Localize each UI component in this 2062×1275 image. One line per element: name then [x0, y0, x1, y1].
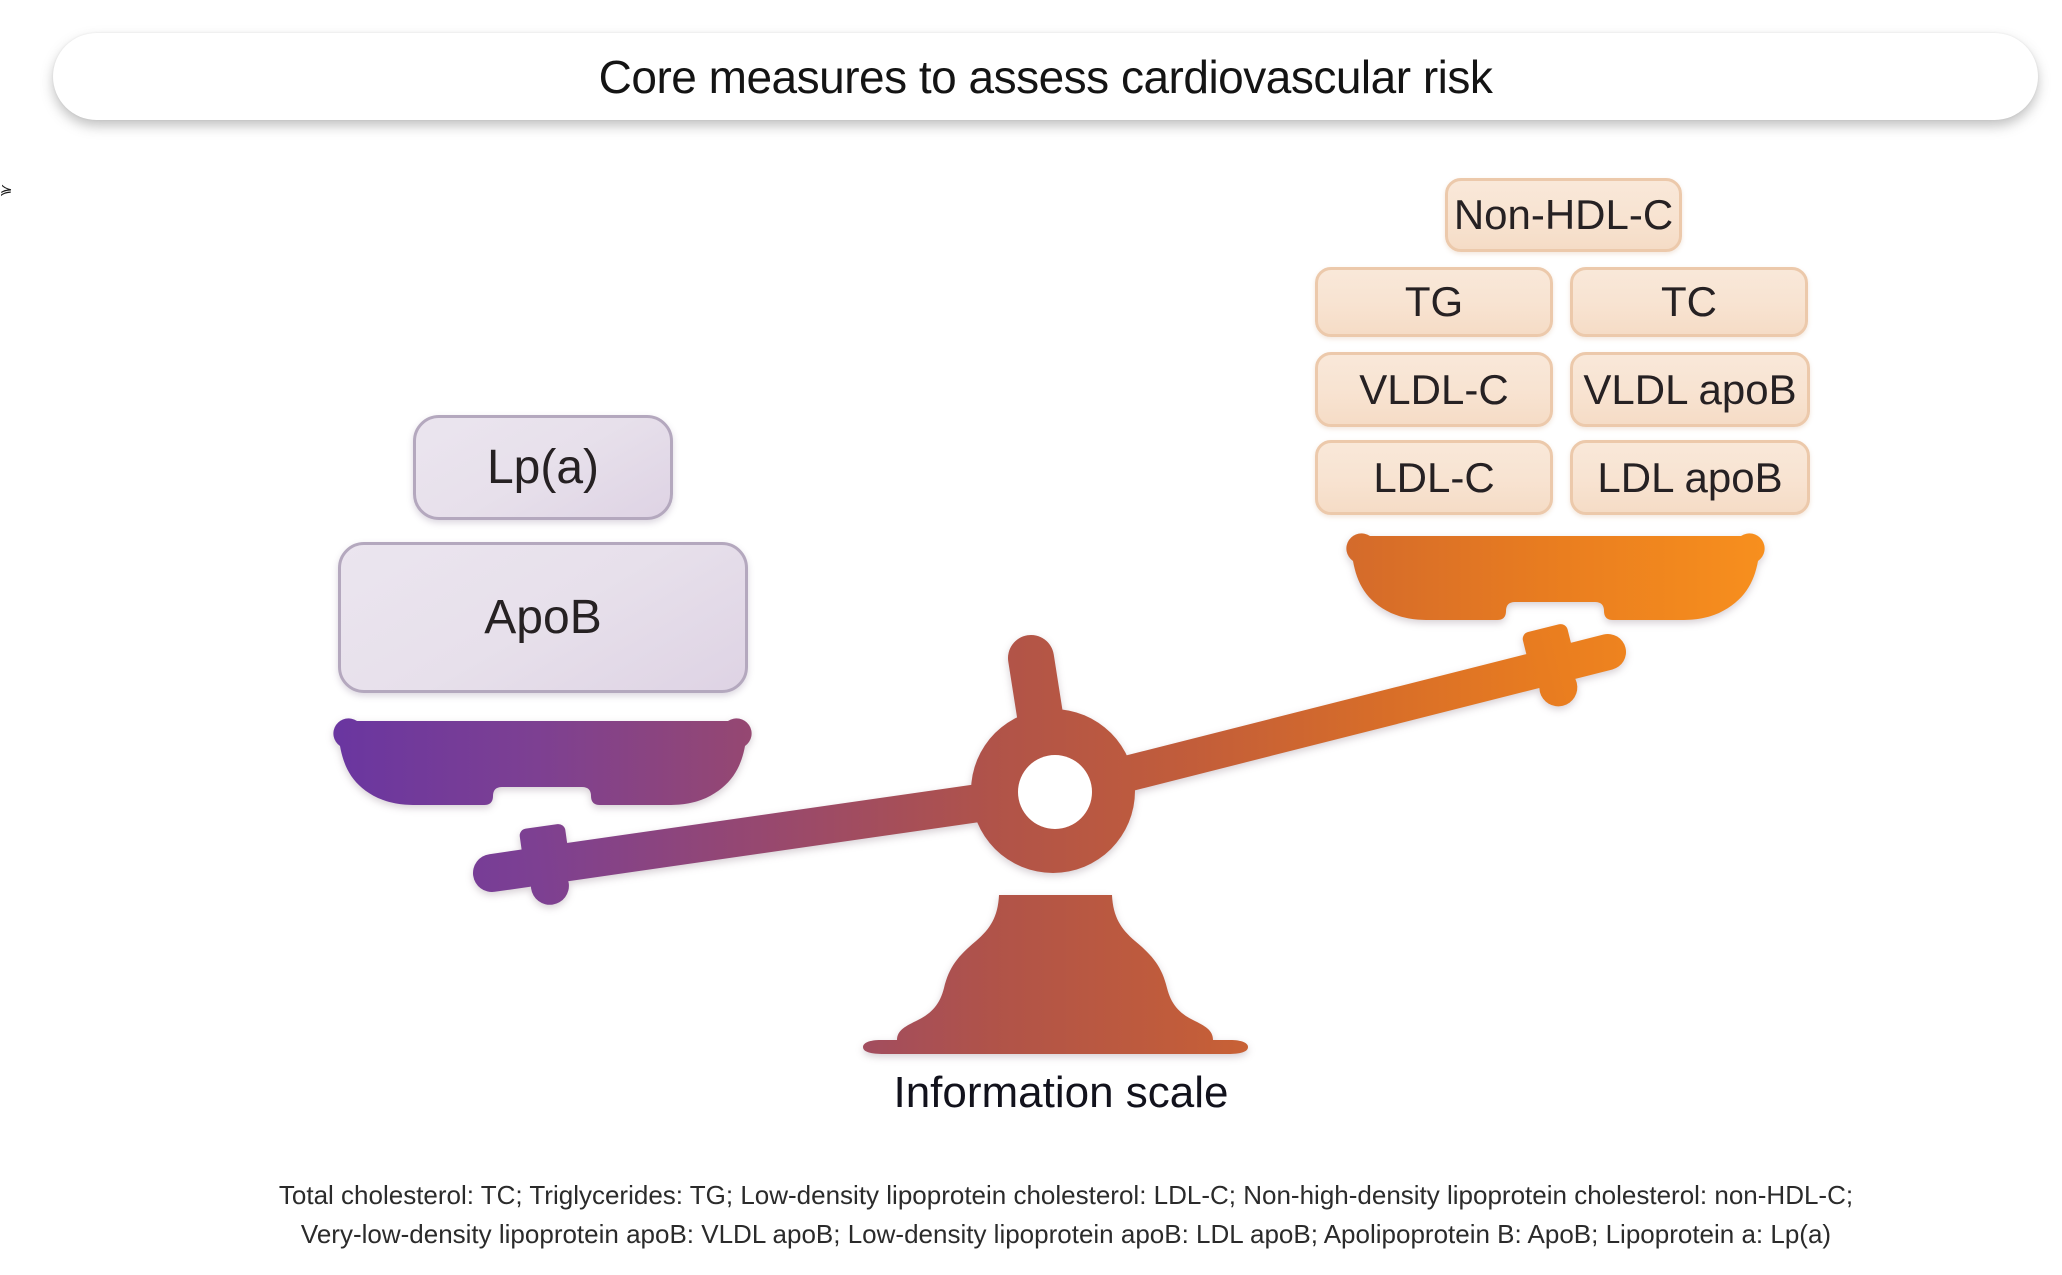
scale-caption: Information scale: [893, 1068, 1229, 1117]
weight-label: Non-HDL-C: [1453, 191, 1674, 238]
weight-label: TG: [1404, 278, 1464, 325]
weight-label: VLDL apoB: [1583, 365, 1797, 413]
right-beam-fitting: [1522, 624, 1578, 707]
weight-label: ApoB: [484, 591, 602, 644]
scale-beam: [473, 634, 1626, 892]
weight-box-lpa: Lp(a): [413, 415, 673, 520]
weight-box-non-hdl-c: Non-HDL-C: [1445, 178, 1682, 252]
weight-box-ldl-apob: LDL apoB: [1570, 440, 1810, 515]
weight-label: TC: [1661, 278, 1717, 325]
right-scale-pan: [1346, 533, 1765, 620]
weight-box-tg: TG: [1315, 267, 1553, 337]
weight-label: VLDL-C: [1359, 365, 1509, 413]
footnote-line-1: Total cholesterol: TC; Triglycerides: TG…: [278, 1180, 1854, 1210]
scale-pivot-hole: [1018, 755, 1092, 829]
weight-box-vldl-c: VLDL-C: [1315, 352, 1553, 427]
weight-box-vldl-apob: VLDL apoB: [1570, 352, 1810, 427]
scale-base: [863, 895, 1248, 1054]
weight-box-ldl-c: LDL-C: [1315, 440, 1553, 515]
page-title: Core measures to assess cardiovascular r…: [598, 50, 1493, 103]
abbreviations-footnote: Total cholesterol: TC; Triglycerides: TG…: [70, 1176, 2062, 1254]
title-bar: Core measures to assess cardiovascular r…: [53, 33, 2038, 120]
weight-label: LDL-C: [1373, 453, 1495, 501]
footnote-line-2: Very-low-density lipoprotein apoB: VLDL …: [300, 1219, 1832, 1249]
weight-label: Lp(a): [486, 441, 600, 494]
weight-box-tc: TC: [1570, 267, 1808, 337]
weight-box-apob: ApoB: [338, 542, 748, 693]
weight-label: LDL apoB: [1597, 453, 1783, 501]
left-beam-fitting: [519, 824, 570, 905]
left-scale-pan: [333, 718, 752, 805]
